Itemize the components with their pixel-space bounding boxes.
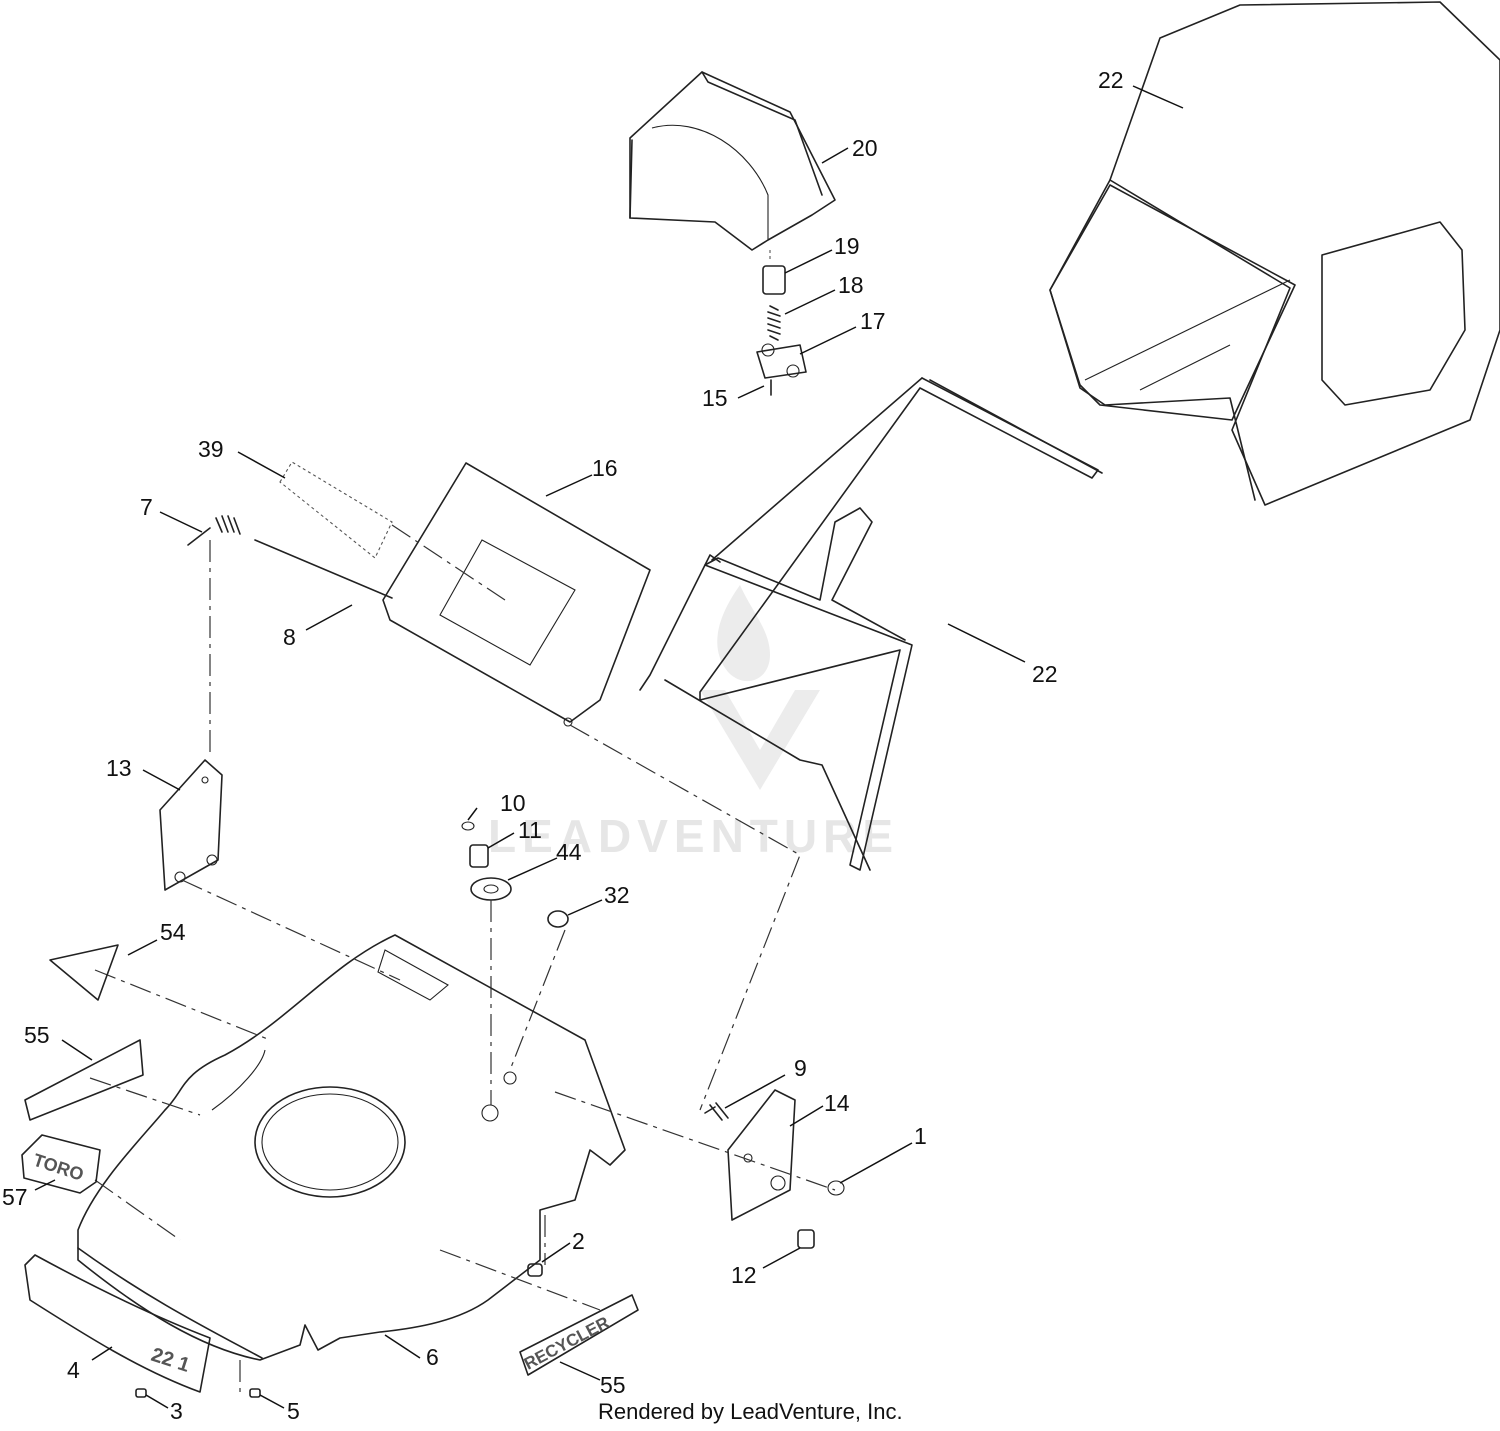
callout-15: 15 [702,385,728,411]
callout-18: 18 [838,272,864,298]
rear-door-part [279,461,651,727]
watermark-text: LEADVENTURE [488,810,899,862]
callout-7: 7 [140,494,153,520]
callout-16: 16 [592,455,618,481]
callout-12: 12 [731,1262,757,1288]
callout-3: 3 [170,1398,183,1424]
callout-44: 44 [556,839,582,865]
discharge-chute-part [629,71,836,251]
callout-labels: 22 20 19 18 17 15 39 16 7 8 22 13 10 11 … [2,67,1124,1424]
callout-6: 6 [426,1344,439,1370]
callout-11: 11 [518,817,542,843]
callout-21: 22 [1098,67,1124,93]
model-decal-text: 22 1 [148,1344,192,1377]
rod-hidden-line [569,724,801,1111]
grass-bag-part [1049,1,1500,506]
bag-frame-part [639,377,1103,871]
rod-spring-part [187,515,393,755]
callout-5: 5 [287,1398,300,1424]
callout-1: 1 [914,1123,927,1149]
leader-lines [34,85,1184,1409]
toro-decal-text: TORO [31,1150,86,1185]
callout-4: 4 [67,1357,80,1383]
callout-19: 19 [834,233,860,259]
deck-hidden-lines [89,879,836,1395]
callout-39: 39 [198,436,224,462]
callout-55-right: 55 [600,1372,626,1398]
right-hinge-bracket-part [704,1089,796,1221]
left-hinge-bracket-part [159,759,223,891]
decal-54-part [49,944,119,1001]
callout-17: 17 [860,308,886,334]
callout-14: 14 [824,1090,850,1116]
callout-10: 10 [500,790,526,816]
toro-decal-part: TORO [21,1134,101,1194]
latch-assembly-part [756,250,807,396]
callout-20: 20 [852,135,878,161]
callout-9: 9 [794,1055,807,1081]
callout-54: 54 [160,919,186,945]
callout-32: 32 [604,882,630,908]
callout-22: 22 [1032,661,1058,687]
decal-55-part [24,1039,144,1121]
callout-2: 2 [572,1228,585,1254]
watermark: LEADVENTURE [488,585,899,862]
render-credit: Rendered by LeadVenture, Inc. [598,1399,903,1424]
callout-13: 13 [106,755,132,781]
recycler-decal-part: RECYCLER [519,1294,639,1376]
callout-55-left: 55 [24,1022,50,1048]
callout-57: 57 [2,1184,28,1210]
mower-deck-part [77,934,626,1361]
callout-8: 8 [283,624,296,650]
fasteners-part [135,821,845,1398]
